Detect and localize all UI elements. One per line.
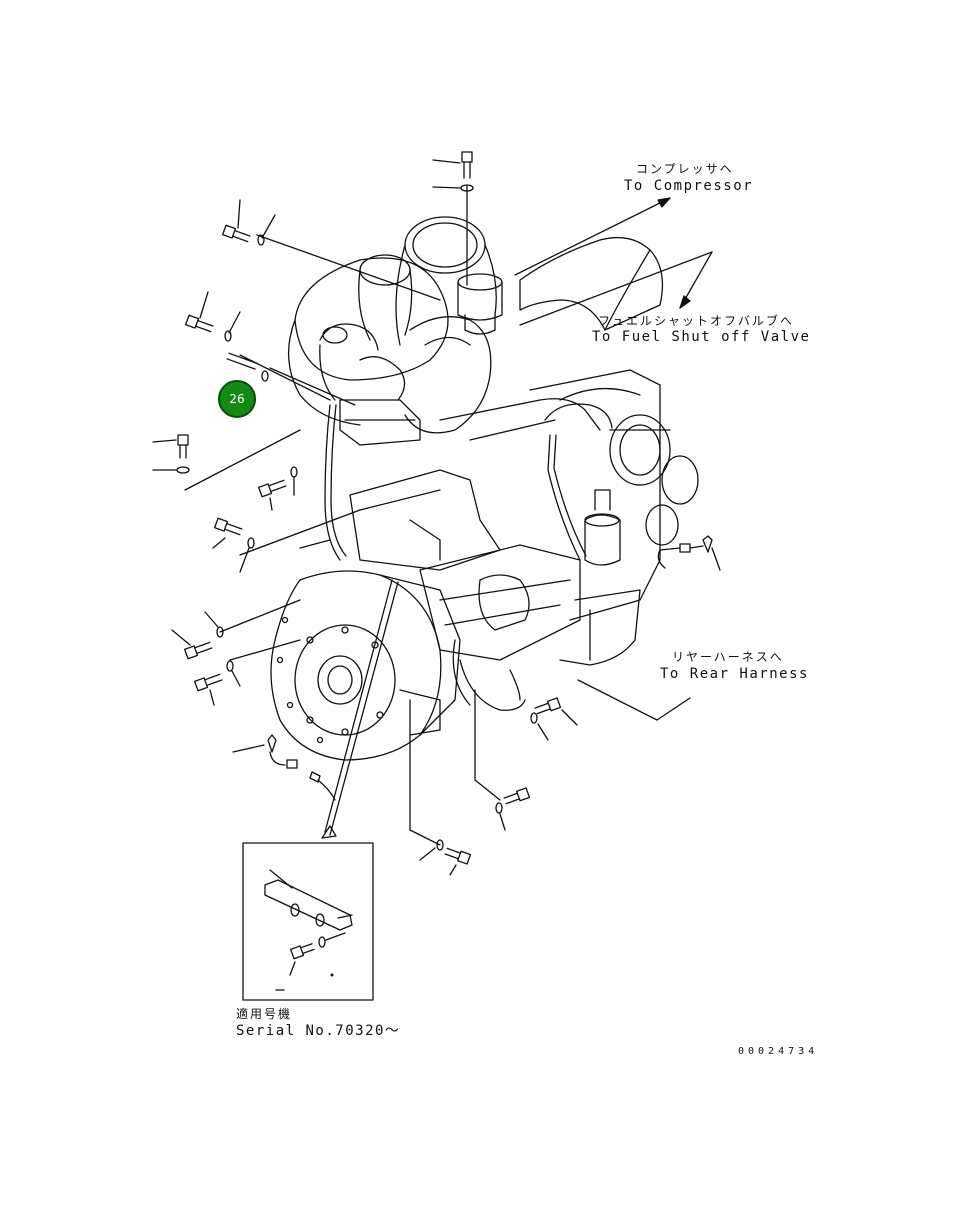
fuel-valve-label-en: To Fuel Shut off Valve xyxy=(592,329,811,345)
document-number: 00024734 xyxy=(738,1046,819,1057)
bolts xyxy=(152,151,721,876)
callout-26[interactable]: 26 xyxy=(218,380,256,418)
rear-harness-label-en: To Rear Harness xyxy=(660,666,809,682)
leader-lines xyxy=(184,184,713,846)
compressor-label-en: To Compressor xyxy=(624,178,754,194)
fuel-valve-label-jp: フュエルシャットオフバルブへ xyxy=(598,314,795,328)
engine-block xyxy=(270,216,699,761)
callout-26-number: 26 xyxy=(229,392,245,406)
serial-label-en: Serial No.70320～ xyxy=(236,1023,401,1039)
compressor-label-jp: コンプレッサヘ xyxy=(636,162,734,176)
rear-harness-label-jp: リヤーハーネスへ xyxy=(672,650,784,664)
inset-detail xyxy=(242,842,374,1001)
serial-label-jp: 適用号機 xyxy=(236,1007,293,1021)
